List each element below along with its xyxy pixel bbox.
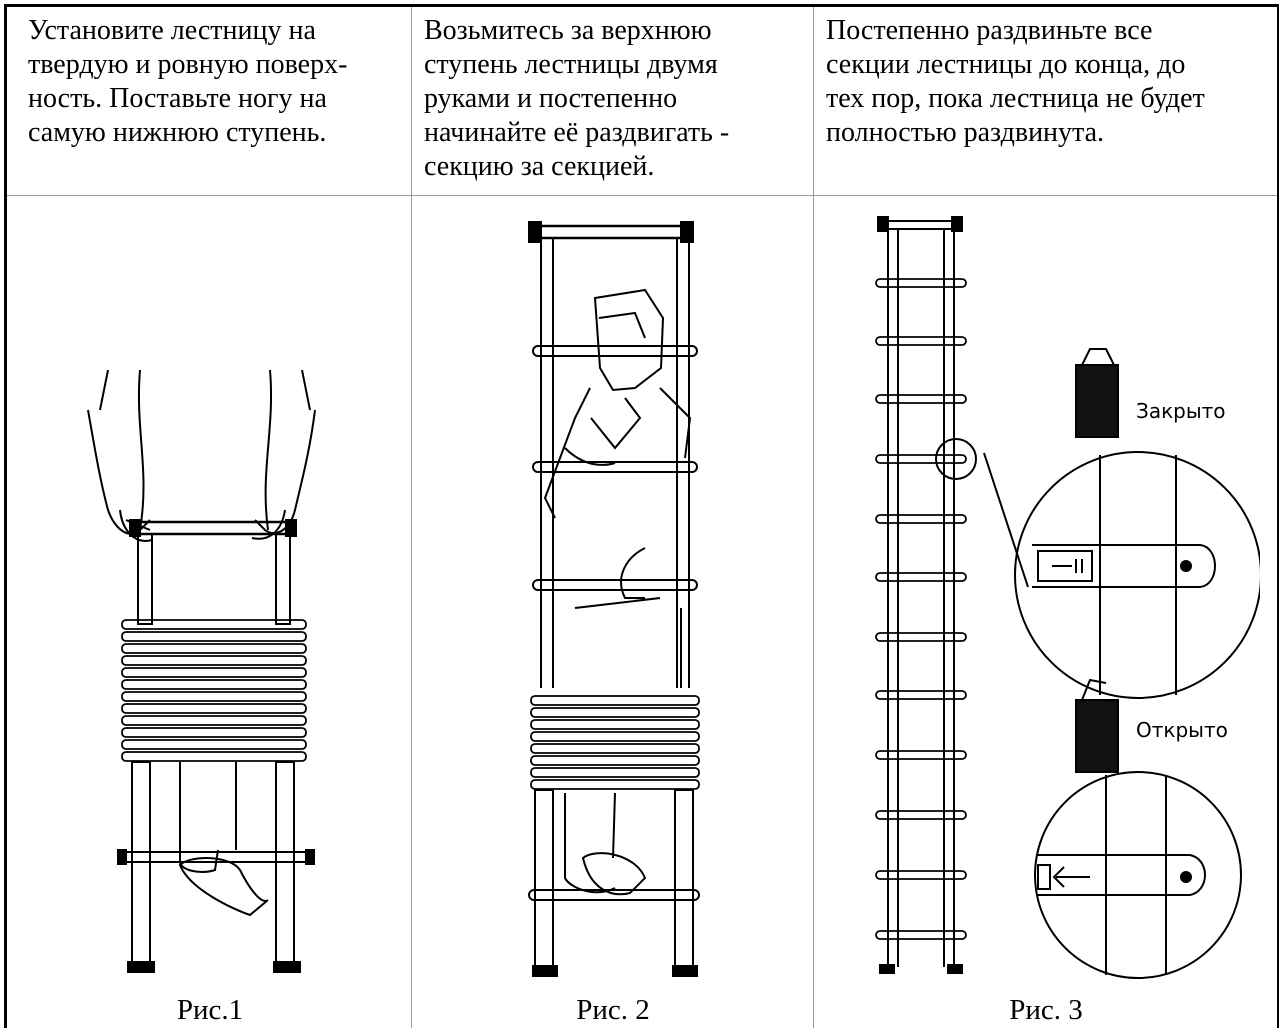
column-divider-1 [411, 7, 412, 1028]
closed-label: Закрыто [1136, 399, 1226, 423]
figure-3-caption: Рис. 3 [1009, 994, 1083, 1026]
step-3-instruction: Постепенно раздвиньте все секции лестниц… [826, 15, 1205, 148]
step-2-instruction: Возьмитесь за верхнюю ступень лестницы д… [424, 15, 730, 182]
instruction-table [4, 4, 1279, 1028]
column-divider-2 [813, 7, 814, 1028]
open-label: Открыто [1136, 718, 1228, 742]
figure-1-collapsed-ladder [87, 370, 316, 973]
figure-3-extended-ladder [875, 216, 1260, 979]
step-1-instruction: Установите лестницу на твердую и ровную … [28, 15, 348, 148]
figure-1-caption: Рис.1 [176, 994, 244, 1026]
row-divider [7, 195, 1277, 196]
figure-2-caption: Рис. 2 [576, 994, 650, 1026]
figure-2-extending-ladder [528, 221, 700, 977]
